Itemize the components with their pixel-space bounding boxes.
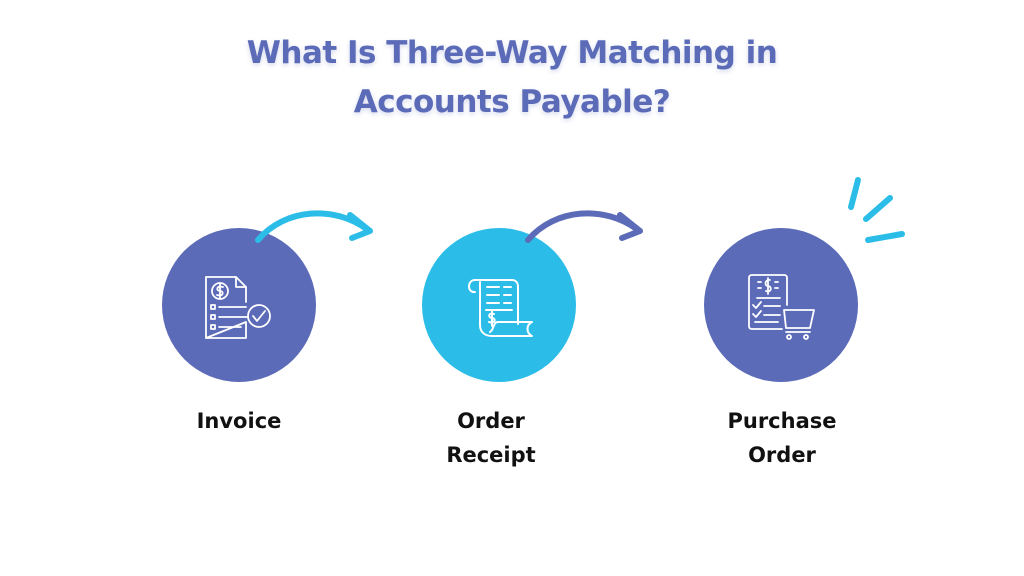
step-label-line: Order xyxy=(748,443,816,467)
step-label-line: Purchase xyxy=(727,409,837,433)
step-label-purchase-order: Purchase Order xyxy=(682,404,882,472)
step-label-order-receipt: Order Receipt xyxy=(391,404,591,472)
step-circle-invoice xyxy=(162,228,316,382)
emphasis-dashes-icon xyxy=(848,177,905,243)
page-title-line-1: What Is Three-Way Matching in xyxy=(246,35,778,71)
page-title-line-2: Accounts Payable? xyxy=(353,84,671,120)
step-label-invoice: Invoice xyxy=(139,404,339,438)
step-label-line: Receipt xyxy=(446,443,536,467)
purchase-order-cart-icon xyxy=(748,274,815,340)
step-label-line: Invoice xyxy=(196,409,282,433)
step-circle-purchase-order xyxy=(704,228,858,382)
arrow-right-icon xyxy=(255,210,373,243)
arrow-right-icon xyxy=(525,210,643,243)
receipt-scroll-icon xyxy=(468,279,533,337)
invoice-check-icon xyxy=(205,276,271,339)
step-circle-order-receipt xyxy=(422,228,576,382)
step-label-line: Order xyxy=(457,409,525,433)
